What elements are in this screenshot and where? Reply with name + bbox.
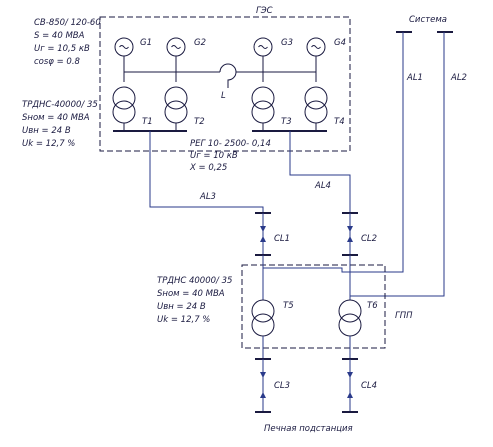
line-label-al3: AL3	[199, 192, 216, 202]
generator-label: G3	[281, 38, 293, 48]
generator-spec-line: S = 40 МВА	[34, 31, 85, 41]
transformer-t2: T2	[164, 86, 205, 131]
generator-g2: G2	[166, 37, 206, 82]
breaker-cl4: CL4	[342, 358, 377, 413]
reactor-label: L	[221, 91, 226, 101]
generator-specs: СВ-850/ 120-60 S = 40 МВА Uг = 10,5 кВ c…	[34, 18, 101, 67]
breaker-cl1: CL1	[255, 212, 290, 256]
gpp-label: ГПП	[395, 311, 413, 321]
generator-g4: G4	[306, 37, 346, 82]
transformer-label: T2	[194, 117, 205, 127]
transformer-label: T6	[367, 301, 378, 311]
transformer-t3: T3	[251, 86, 292, 131]
breaker-cl3: CL3	[255, 358, 290, 413]
generator-g3: G3	[253, 37, 293, 82]
generator-label: G1	[140, 38, 152, 48]
transformer-spec-line: Uk = 12,7 %	[22, 139, 75, 149]
substation-spec-line: Uвн = 24 В	[157, 302, 206, 312]
transformer-label: T4	[334, 117, 345, 127]
line-al4	[289, 131, 351, 213]
breaker-label: CL3	[274, 381, 290, 391]
generator-label: G2	[194, 38, 206, 48]
transformer-t6: T6	[338, 255, 378, 359]
transformer-t4: T4	[304, 86, 345, 131]
hydro-plant-title: ГЭС	[256, 6, 273, 16]
transformer-label: T1	[142, 117, 153, 127]
breaker-cl2: CL2	[342, 212, 377, 256]
line-al1	[263, 32, 404, 273]
line-label-al1: AL1	[406, 73, 423, 83]
substation-transformer-specs: ТРДНС 40000/ 35 Sном = 40 МВА Uвн = 24 В…	[157, 276, 232, 325]
substation-spec-line: ТРДНС 40000/ 35	[157, 276, 232, 286]
generator-spec-line: СВ-850/ 120-60	[34, 18, 101, 28]
transformer-t1: T1	[112, 86, 153, 131]
line-al2	[350, 32, 445, 297]
furnace-substation-label: Печная подстанция	[264, 424, 353, 434]
substation-spec-line: Sном = 40 МВА	[157, 289, 225, 299]
substation-spec-line: Uk = 12,7 %	[157, 315, 210, 325]
breaker-label: CL2	[361, 234, 377, 244]
hydro-plant-boundary	[99, 16, 351, 152]
reactor-spec-line: Uг = 10 кВ	[190, 151, 238, 161]
generator-spec-line: Uг = 10,5 кВ	[34, 44, 90, 54]
generator-label: G4	[334, 38, 346, 48]
reactor-spec-line: РЕГ 10- 2500- 0,14	[190, 139, 271, 149]
breaker-label: CL4	[361, 381, 377, 391]
line-label-al2: AL2	[450, 73, 467, 83]
generator-spec-line: cosφ = 0.8	[34, 57, 81, 67]
transformer-label: T5	[283, 301, 294, 311]
line-al3	[149, 131, 264, 213]
transformer-spec-line: Sном = 40 МВА	[22, 113, 90, 123]
generator-g1: G1	[114, 37, 152, 82]
system-label: Система	[409, 15, 447, 25]
line-label-al4: AL4	[314, 181, 331, 191]
reactor-spec-line: X = 0,25	[189, 163, 227, 173]
breaker-label: CL1	[274, 234, 290, 244]
reactor-symbol	[219, 63, 237, 88]
transformer-specs: ТРДНС-40000/ 35 Sном = 40 МВА Uвн = 24 В…	[22, 100, 98, 149]
transformer-spec-line: ТРДНС-40000/ 35	[22, 100, 98, 110]
transformer-spec-line: Uвн = 24 В	[22, 126, 71, 136]
transformer-label: T3	[281, 117, 292, 127]
gpp-boundary	[241, 264, 386, 349]
transformer-t5: T5	[251, 255, 294, 359]
reactor-specs: РЕГ 10- 2500- 0,14 Uг = 10 кВ X = 0,25	[189, 139, 271, 173]
